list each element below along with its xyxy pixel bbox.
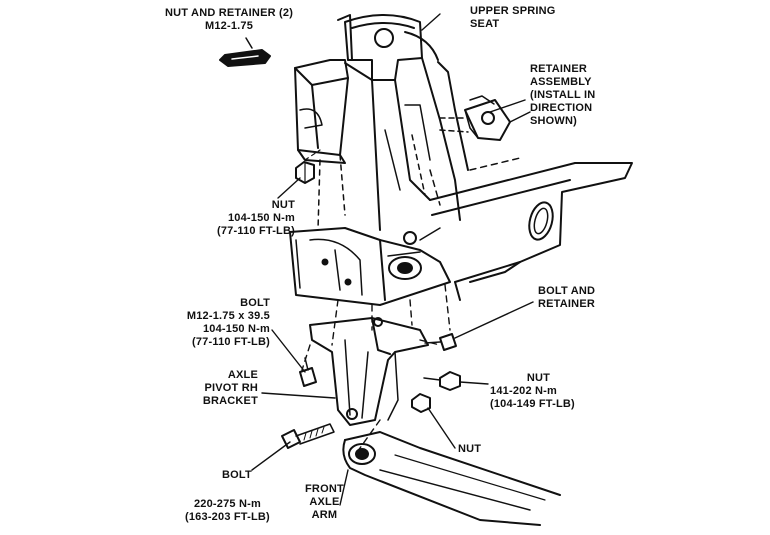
upper-box-bracket — [294, 59, 373, 231]
label-line: 141-202 N-m — [490, 385, 558, 397]
label-line: (163-203 FT-LB) — [185, 511, 270, 523]
label-bolt-lower: BOLT — [222, 469, 252, 482]
label-nut-right: NUT 141-202 N-m (104-149 FT-LB) — [490, 372, 575, 411]
label-line: NUT — [526, 372, 551, 384]
label-line: (77-110 FT-LB) — [192, 336, 270, 348]
label-nut-upper: NUT 104-150 N-m (77-110 FT-LB) — [185, 199, 295, 238]
label-line: BOLT — [222, 469, 252, 481]
frame-rail — [429, 157, 633, 301]
label-nut-lower: NUT — [458, 443, 481, 456]
mounting-bracket — [289, 227, 451, 306]
label-line: AXLE — [227, 369, 258, 381]
label-line: NUT — [458, 443, 482, 455]
nut-lower-part — [411, 393, 431, 413]
label-line: M12-1.75 — [204, 20, 254, 32]
nut-right-part — [423, 371, 461, 391]
label-retainer-assembly: RETAINER ASSEMBLY (INSTALL IN DIRECTION … — [530, 63, 595, 128]
label-upper-spring-seat: UPPER SPRING SEAT — [470, 5, 556, 31]
bolt-lower-part — [281, 423, 335, 449]
label-line: SHOWN) — [530, 115, 578, 127]
label-line: (INSTALL IN — [530, 89, 596, 101]
label-line: BRACKET — [202, 395, 258, 407]
label-line: RETAINER — [538, 298, 596, 310]
leader-lines — [251, 13, 534, 506]
nut-retainer-part — [219, 37, 271, 67]
retainer-assembly-part — [439, 95, 531, 141]
axle-pivot-bracket — [309, 317, 429, 426]
label-bolt-and-retainer: BOLT AND RETAINER — [538, 285, 595, 311]
nut-upper-part — [295, 149, 321, 184]
label-line: ARM — [311, 509, 338, 521]
label-line: DIRECTION — [530, 102, 593, 114]
label-line: (104-149 FT-LB) — [490, 398, 575, 410]
label-line: FRONT — [305, 483, 344, 495]
alignment-lines — [301, 284, 451, 456]
label-line: NUT AND RETAINER (2) — [165, 7, 294, 19]
label-line: NUT — [271, 199, 295, 211]
label-line: AXLE — [309, 496, 340, 508]
upper-spring-seat — [337, 14, 469, 231]
label-line: BOLT AND — [538, 285, 596, 297]
label-front-axle-arm: FRONT AXLE ARM — [305, 483, 344, 522]
label-bolt-upper: BOLT M12-1.75 x 39.5 104-150 N-m (77-110… — [160, 297, 270, 349]
label-line: (77-110 FT-LB) — [217, 225, 295, 237]
label-line: ASSEMBLY — [530, 76, 592, 88]
bolt-retainer-part — [424, 333, 457, 351]
label-line: 104-150 N-m — [202, 323, 270, 335]
label-axle-pivot-bracket: AXLE PIVOT RH BRACKET — [150, 369, 258, 408]
label-line: 220-275 N-m — [193, 498, 261, 510]
label-nut-and-retainer: NUT AND RETAINER (2) M12-1.75 — [165, 7, 293, 33]
bolt-upper-part — [299, 357, 317, 387]
label-line: PIVOT RH — [204, 382, 258, 394]
label-line: RETAINER — [530, 63, 588, 75]
label-line: BOLT — [240, 297, 270, 309]
label-torque-lower: 220-275 N-m (163-203 FT-LB) — [185, 498, 270, 524]
front-axle-arm-part — [342, 431, 561, 526]
label-line: SEAT — [470, 18, 500, 30]
label-line: M12-1.75 x 39.5 — [186, 310, 270, 322]
label-line: UPPER SPRING — [470, 5, 556, 17]
label-line: 104-150 N-m — [227, 212, 295, 224]
